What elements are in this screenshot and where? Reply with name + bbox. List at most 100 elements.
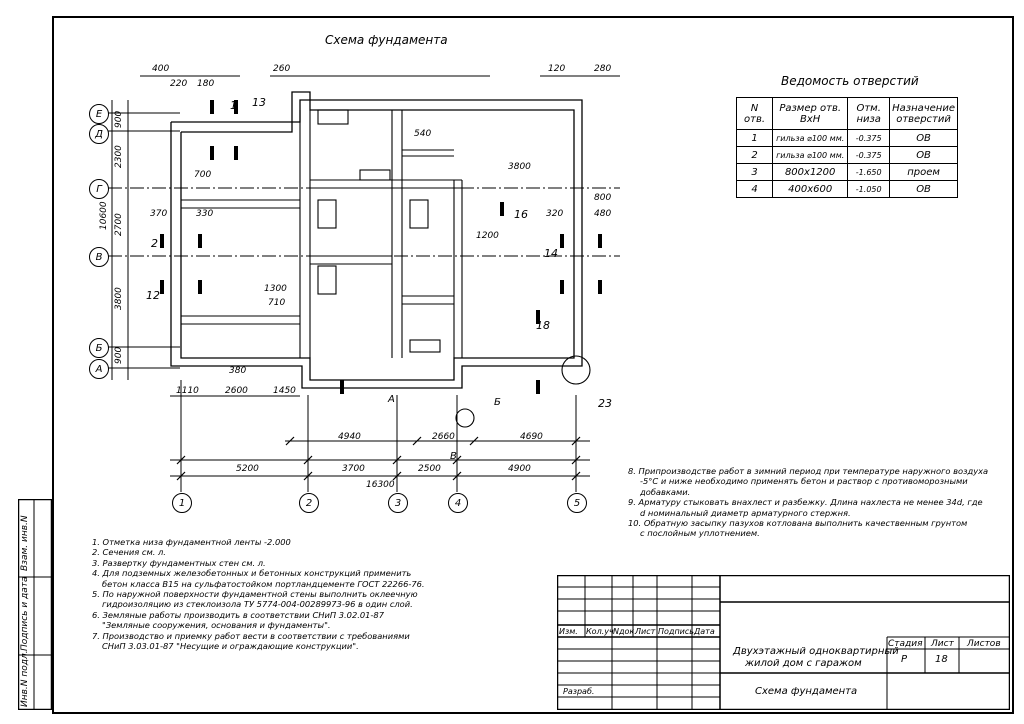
stamp-sheet-title: Схема фундамента <box>755 686 858 697</box>
dim-bottom: 2500 <box>418 464 441 474</box>
axis-bubble-4: 4 <box>448 493 468 513</box>
dim-interior: 330 <box>196 209 214 219</box>
dim-left: 3800 <box>114 287 124 310</box>
dim-left: 900 <box>114 110 124 128</box>
dim-interior: 370 <box>150 209 168 219</box>
table-cell: -1.650 <box>847 163 891 181</box>
sidebar-label: Инв.N подл. <box>20 650 30 707</box>
openings-header: Назначение отверстий <box>889 97 958 130</box>
axis-bubble-D: Д <box>89 124 109 144</box>
sidebar-label: Взам. инв.N <box>20 515 30 571</box>
dim-interior: 800 <box>594 193 612 203</box>
note-line: -5°С и ниже необходимо применять бетон и… <box>640 476 968 487</box>
table-cell: 2 <box>735 146 774 164</box>
dim-bottom: 3700 <box>342 464 365 474</box>
dim-top: 260 <box>273 64 291 74</box>
dim-top: 180 <box>197 79 215 89</box>
axis-bubble-5: 5 <box>567 493 587 513</box>
section-label: 14 <box>544 247 558 260</box>
note-line: 7. Производство и приемку работ вести в … <box>92 630 410 641</box>
dim-row2: 4690 <box>520 432 543 442</box>
title-block: Изм. Кол.уч Nдок. Лист Подпись Дата Разр… <box>557 575 1010 710</box>
dim-left: 2700 <box>114 213 124 236</box>
axis-bubble-3: 3 <box>388 493 408 513</box>
dim-interior: 700 <box>194 170 212 180</box>
dim-row3: 1110 <box>176 386 199 396</box>
note-line: 2. Сечения см. л. <box>92 547 166 558</box>
section-marker-b: Б <box>494 397 501 408</box>
table-cell: -1.050 <box>847 180 891 198</box>
note-line: 9. Арматуру стыковать внахлест и разбежк… <box>628 497 983 508</box>
table-cell: ОВ <box>889 146 958 164</box>
axis-bubble-2: 2 <box>299 493 319 513</box>
table-cell: проем <box>889 163 958 181</box>
openings-header: N отв. <box>735 97 774 130</box>
note-line: СНиП 3.03.01-87 "Несущие и ограждающие к… <box>102 641 359 652</box>
dim-interior: 1300 <box>264 284 287 294</box>
table-row: 1 гильза ⌀100 мм. -0.375 ОВ <box>735 129 958 147</box>
notes-left: 1. Отметка низа фундаментной ленты -2.00… <box>92 537 425 651</box>
table-cell: гильза ⌀100 мм. <box>772 129 849 147</box>
stamp-sheets-label: Листов <box>967 639 1001 649</box>
section-label: 12 <box>146 289 160 302</box>
section-label: 16 <box>514 208 528 221</box>
stamp-stage-value: Р <box>901 654 908 665</box>
axis-bubble-B: Б <box>89 338 109 358</box>
table-cell: 400x600 <box>772 180 849 198</box>
note-line: 6. Земляные работы производить в соответ… <box>92 609 384 620</box>
table-cell: 4 <box>735 180 774 198</box>
note-line: бетон класса В15 на сульфатостойком порт… <box>102 578 425 589</box>
table-cell: 1 <box>735 129 774 147</box>
axis-bubble-1: 1 <box>172 493 192 513</box>
axis-bubble-V: В <box>89 247 109 267</box>
drawing-title: Схема фундамента <box>325 33 448 47</box>
table-row: 3 800x1200 -1.650 проем <box>735 163 958 181</box>
stamp-stage-label: Стадия <box>888 639 923 649</box>
dim-bottom: 5200 <box>236 464 259 474</box>
stamp-header: Подпись <box>658 627 694 636</box>
section-label: 23 <box>598 397 612 410</box>
note-line: 1. Отметка низа фундаментной ленты -2.00… <box>92 537 291 547</box>
axis-bubble-G: Г <box>89 179 109 199</box>
note-line: "Земляные сооружения, основания и фундам… <box>102 620 331 631</box>
openings-table-title: Ведомость отверстий <box>781 74 919 88</box>
axis-bubble-E: Е <box>89 104 109 124</box>
openings-table: N отв. Размер отв. ВхН Отм. низа Назначе… <box>735 97 958 198</box>
dim-top: 120 <box>548 64 566 74</box>
dim-top: 400 <box>152 64 170 74</box>
note-line: 8. Припроизводстве работ в зимний период… <box>628 466 989 476</box>
dim-row3: 380 <box>229 366 247 376</box>
dim-left: 900 <box>114 346 124 364</box>
dim-left-total: 10600 <box>99 201 109 230</box>
section-marker-a: А <box>388 394 395 405</box>
note-line: 5. По наружной поверхности фундаментной … <box>92 589 418 600</box>
dim-top: 280 <box>594 64 612 74</box>
dim-interior: 480 <box>594 209 612 219</box>
note-line: 4. Для подземных железобетонных и бетонн… <box>92 568 412 579</box>
section-label: 1 <box>230 99 237 112</box>
openings-header: Размер отв. ВхН <box>772 97 849 130</box>
note-line: гидроизоляцию из стеклоизола ТУ 5774-004… <box>102 599 413 610</box>
sheet-frame <box>52 16 1014 714</box>
axis-bubble-A: А <box>89 359 109 379</box>
stamp-sheet-label: Лист <box>931 639 954 649</box>
dim-row3: 1450 <box>273 386 296 396</box>
note-line: с послойным уплотнением. <box>640 528 760 539</box>
dim-row2: 2660 <box>432 432 455 442</box>
table-cell: ОВ <box>889 180 958 198</box>
table-cell: ОВ <box>889 129 958 147</box>
table-cell: 3 <box>735 163 774 181</box>
stamp-developer-label: Разраб. <box>563 687 595 696</box>
table-row: 2 гильза ⌀100 мм. -0.375 ОВ <box>735 146 958 164</box>
table-row: 4 400x600 -1.050 ОВ <box>735 180 958 198</box>
section-marker-v: В <box>450 451 457 462</box>
dim-row3: 2600 <box>225 386 248 396</box>
openings-header: Отм. низа <box>847 97 891 130</box>
stamp-project-line2: жилой дом с гаражом <box>745 658 862 669</box>
dim-interior: 320 <box>546 209 564 219</box>
section-label: 18 <box>536 319 550 332</box>
dim-interior: 1200 <box>476 231 499 241</box>
stamp-header: Дата <box>694 627 715 636</box>
table-cell: 800x1200 <box>772 163 849 181</box>
